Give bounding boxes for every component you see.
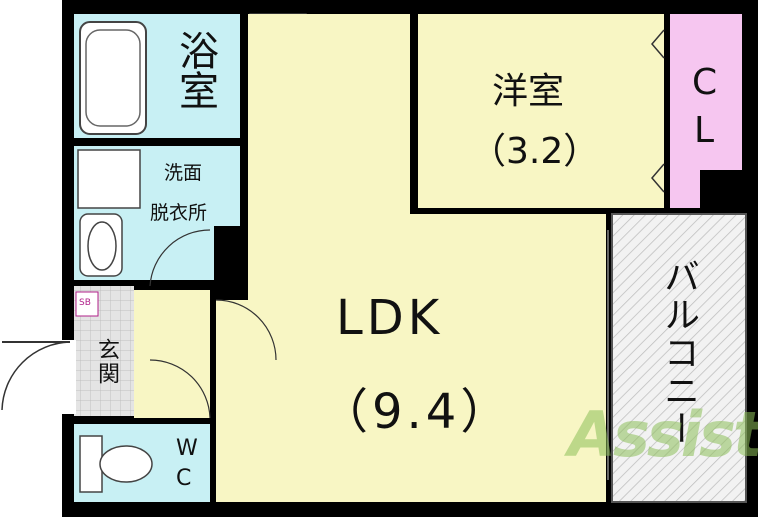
western-room-label: 洋室	[492, 71, 565, 112]
balcony	[612, 214, 746, 502]
shoe-box	[75, 291, 99, 317]
washroom-label-line1: 洗面	[164, 162, 203, 184]
washroom-door-swing	[149, 229, 211, 287]
entrance-door-gap	[62, 340, 76, 414]
toilet-bowl	[99, 445, 153, 483]
toilet-tank	[79, 435, 103, 493]
bathtub	[79, 21, 147, 135]
bathtub-inner	[85, 29, 141, 127]
entrance-label: 玄関	[94, 338, 119, 386]
page-margin-left	[0, 0, 62, 517]
washbasin-bowl	[87, 221, 117, 271]
balcony-label: バルコニー	[658, 258, 699, 448]
western-room	[418, 14, 664, 208]
toilet-label-c: C	[176, 466, 192, 491]
entrance-door-swing	[1, 341, 71, 411]
toilet-label-w: W	[176, 436, 198, 461]
ldk-label: LDK	[336, 290, 444, 346]
western-closet-door	[651, 29, 665, 193]
washroom-label-line2: 脱衣所	[150, 202, 208, 224]
kitchen-area	[248, 14, 306, 244]
assist-watermark-logo: Assist	[568, 398, 758, 471]
ldk-room	[216, 14, 606, 502]
hallway	[134, 290, 210, 418]
closet-notch	[700, 170, 742, 208]
ldk-size: （9.4）	[320, 384, 513, 440]
bath-label: 浴室	[172, 30, 218, 110]
closet-label-c: C	[692, 62, 718, 103]
balcony-edge	[611, 213, 747, 503]
shoebox-label: SB	[79, 298, 91, 308]
closet-label-l: L	[694, 110, 715, 151]
toilet-door-swing	[149, 359, 211, 419]
washing-machine-space	[77, 149, 141, 209]
ldk-door-swing	[215, 299, 277, 361]
western-room-size: （3.2）	[470, 131, 600, 172]
